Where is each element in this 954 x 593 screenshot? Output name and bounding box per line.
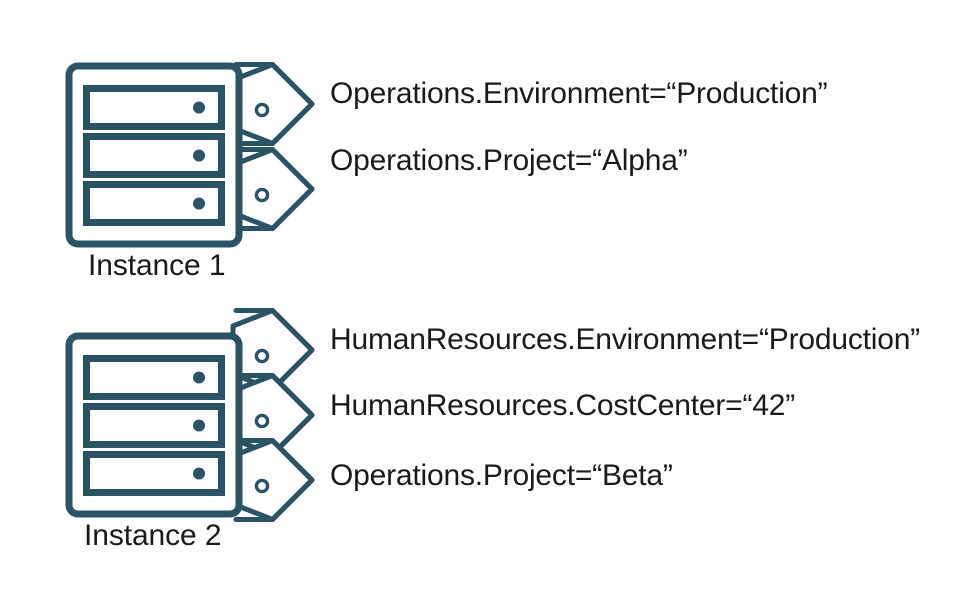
rack-led-icon (193, 149, 205, 162)
server-rack-icon-1 (65, 62, 243, 248)
rack-bay (83, 181, 225, 226)
tag-hole-icon (254, 102, 270, 118)
rack-led-icon (193, 467, 205, 480)
rack-bay (83, 451, 225, 496)
tag-hole-icon (254, 187, 270, 203)
instance-2-caption: Instance 2 (84, 519, 222, 552)
rack-led-icon (193, 101, 205, 114)
rack-bay (83, 133, 225, 178)
rack-led-icon (193, 371, 205, 384)
tag-label-2-3: Operations.Project=“Beta” (330, 459, 673, 492)
rack-bay (83, 355, 225, 400)
instance-1-group (65, 62, 315, 248)
tag-icon-1-2 (230, 147, 315, 231)
tag-icon-2-3 (230, 438, 315, 522)
tag-icon-1-1 (229, 62, 315, 146)
rack-bay (83, 85, 225, 130)
tag-label-1-1: Operations.Environment=“Production” (330, 77, 828, 110)
tag-label-1-2: Operations.Project=“Alpha” (330, 144, 688, 177)
tag-label-2-1: HumanResources.Environment=“Production” (330, 323, 920, 356)
tag-hole-icon (254, 413, 270, 429)
tag-hole-icon (254, 478, 270, 494)
server-rack-icon-2 (65, 332, 243, 518)
rack-led-icon (193, 419, 205, 432)
tag-hole-icon (254, 348, 270, 364)
tag-label-2-2: HumanResources.CostCenter=“42” (330, 389, 796, 422)
instance-2-group (65, 308, 315, 522)
rack-led-icon (193, 197, 205, 210)
instance-1-caption: Instance 1 (88, 249, 226, 282)
rack-bay (83, 403, 225, 448)
